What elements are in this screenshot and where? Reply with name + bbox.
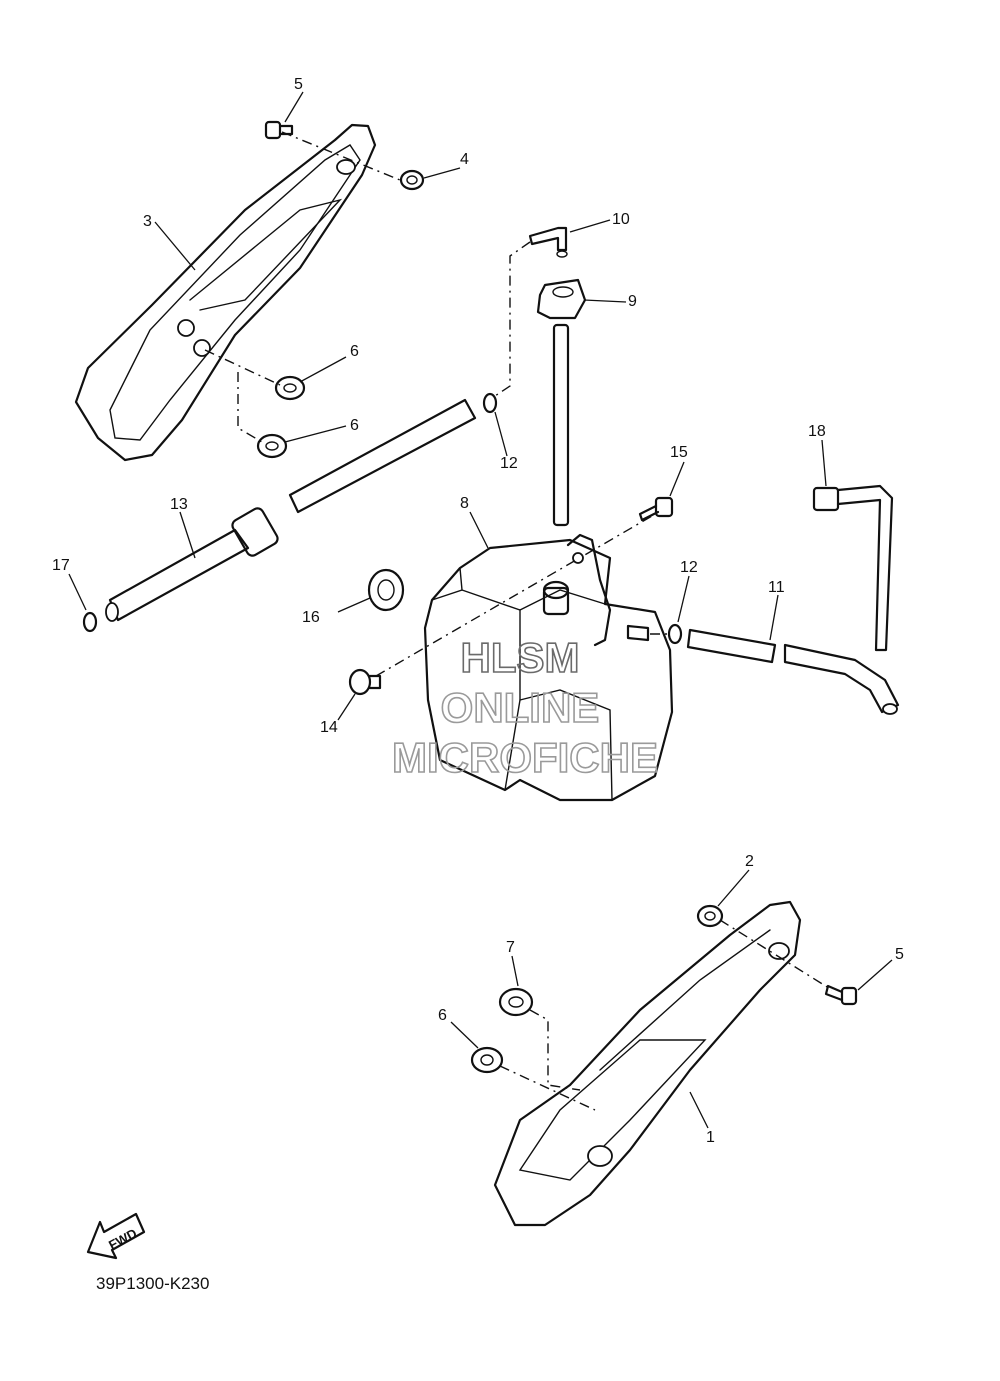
callout-11: 11 <box>768 579 785 596</box>
callout-12-right: 12 <box>680 559 698 576</box>
callout-6-upper-b: 6 <box>350 417 359 434</box>
grommet-upper-a <box>274 375 306 401</box>
diagram-code: 39P1300-K230 <box>96 1274 210 1293</box>
callout-6-upper-a: 6 <box>350 343 359 360</box>
long-hose <box>105 398 477 622</box>
callout-12-upper: 12 <box>500 455 518 472</box>
callout-10: 10 <box>612 211 630 228</box>
callout-9: 9 <box>628 293 637 310</box>
side-cover-lower <box>493 900 802 1227</box>
callout-18: 18 <box>808 423 826 440</box>
callout-5-bottom: 5 <box>895 946 904 963</box>
tank-bolt <box>638 496 674 522</box>
side-cover-upper <box>74 123 377 462</box>
callout-13: 13 <box>170 496 188 513</box>
tank-grommet <box>367 568 405 612</box>
callout-17: 17 <box>52 557 70 574</box>
grommet-lower-7 <box>498 987 534 1017</box>
callout-1: 1 <box>706 1129 715 1146</box>
callout-6-lower: 6 <box>438 1007 447 1024</box>
callout-4: 4 <box>460 151 469 168</box>
callout-15: 15 <box>670 444 688 461</box>
callout-3: 3 <box>143 213 152 230</box>
hose-band <box>812 484 894 652</box>
fwd-arrow-icon: FWD <box>86 1212 146 1260</box>
callout-7: 7 <box>506 939 515 956</box>
collar-lower <box>696 904 724 928</box>
short-hose <box>686 628 900 715</box>
grommet-upper-b <box>256 433 288 459</box>
fwd-label: FWD <box>106 1226 139 1253</box>
clip-upper <box>482 392 498 414</box>
watermark-line-3: MICROFICHE <box>392 734 658 781</box>
tank-cap <box>536 278 587 527</box>
callout-8: 8 <box>460 495 469 512</box>
callout-16: 16 <box>302 609 320 626</box>
callout-5-top: 5 <box>294 76 303 93</box>
grommet-lower-6 <box>470 1046 504 1074</box>
callout-14: 14 <box>320 719 338 736</box>
watermark-line-1: HLSM <box>461 634 580 681</box>
tank-damper <box>348 668 382 696</box>
bolt-upper <box>264 120 294 140</box>
bolt-lower <box>824 984 858 1006</box>
watermark-line-2: ONLINE <box>441 684 600 731</box>
callout-2: 2 <box>745 853 754 870</box>
clip-right <box>667 623 683 645</box>
breather-hose-fitting <box>528 226 568 258</box>
collar-upper <box>399 169 425 191</box>
clip-left <box>82 611 98 633</box>
oil-tank <box>423 533 674 802</box>
